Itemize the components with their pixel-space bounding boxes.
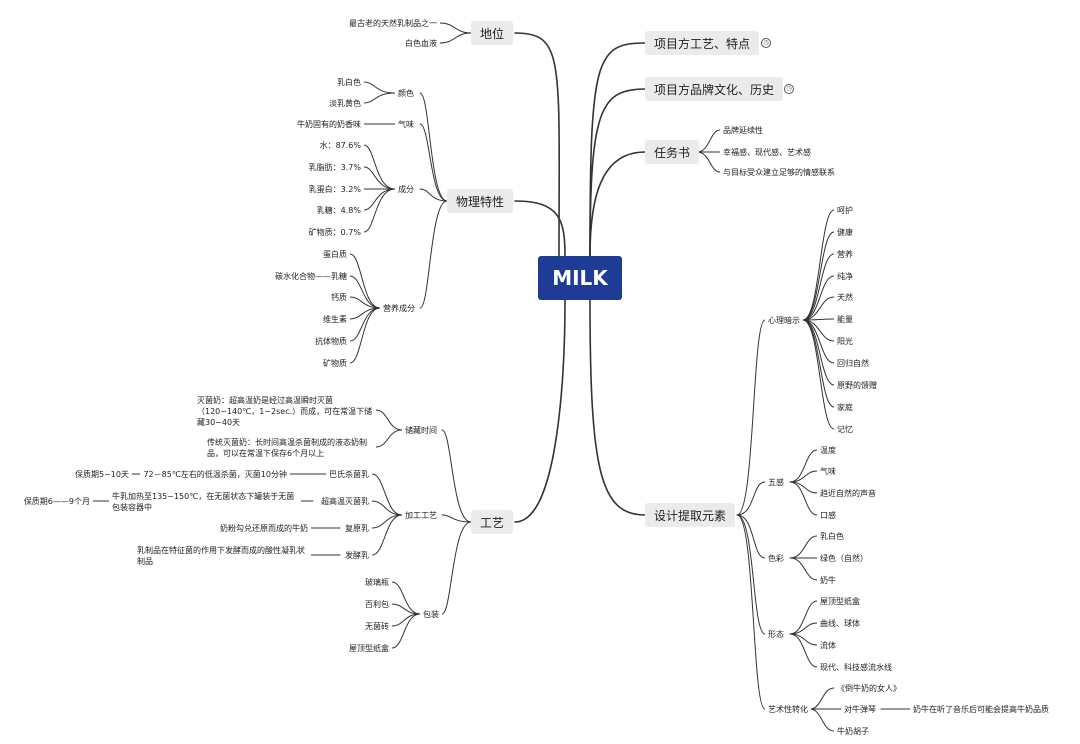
psych-item[interactable]: 记忆 [834,423,856,436]
nutrition-item[interactable]: 钙质 [328,291,350,304]
status-item[interactable]: 最古老的天然乳制品之一 [346,17,440,30]
color-subtopic[interactable]: 颜色 [395,87,417,100]
senses-subtopic[interactable]: 五感 [765,476,787,489]
forms-item[interactable]: 屋顶型纸盒 [817,595,863,608]
forms-item[interactable]: 曲线、球体 [817,617,863,630]
uht-desc[interactable]: 牛乳加热至135~150℃，在无菌状态下罐装于无菌包装容器中 [109,490,301,514]
design-topic[interactable]: 设计提取元素 [645,503,736,527]
nutrition-item[interactable]: 蛋白质 [320,248,350,261]
clock-icon[interactable]: ◷ [761,38,771,48]
composition-subtopic[interactable]: 成分 [395,183,417,196]
composition-item[interactable]: 乳脂肪：3.7% [305,161,364,174]
craft-topic[interactable]: 项目方工艺、特点 [645,31,760,55]
art-item[interactable]: 对牛弹琴 [841,703,879,716]
art-item[interactable]: 牛奶胡子 [834,725,872,738]
uht-label[interactable]: 超高温灭菌乳 [318,495,372,508]
senses-item[interactable]: 趋近自然的声音 [817,487,879,500]
ferment-label[interactable]: 发酵乳 [342,549,372,562]
physical-topic[interactable]: 物理特性 [447,189,514,213]
clock-icon[interactable]: ◷ [784,84,794,94]
colors-subtopic[interactable]: 色彩 [765,552,787,565]
pasteur-label[interactable]: 巴氏杀菌乳 [326,468,372,481]
colors-item[interactable]: 乳白色 [817,530,847,543]
color-item[interactable]: 淡乳黄色 [326,97,364,110]
psych-item[interactable]: 能量 [834,313,856,326]
packaging-item[interactable]: 屋顶型纸盒 [346,642,392,655]
art-item[interactable]: 《倒牛奶的女人》 [834,682,904,695]
nutrition-subtopic[interactable]: 营养成分 [380,302,418,315]
psych-item[interactable]: 回归自然 [834,357,872,370]
psych-item[interactable]: 原野的馈赠 [834,379,880,392]
smell-item[interactable]: 牛奶固有的奶香味 [294,118,364,131]
art-piano-note[interactable]: 奶牛在听了音乐后可能会提高牛奶品质 [910,703,1052,716]
psych-item[interactable]: 营养 [834,248,856,261]
nutrition-item[interactable]: 碳水化合物——乳糖 [272,270,350,283]
storage-subtopic[interactable]: 储藏时间 [402,424,440,437]
senses-item[interactable]: 口感 [817,509,839,522]
psych-item[interactable]: 天然 [834,291,856,304]
nutrition-item[interactable]: 维生素 [320,313,350,326]
smell-subtopic[interactable]: 气味 [395,118,417,131]
psych-item[interactable]: 阳光 [834,335,856,348]
packaging-item[interactable]: 百利包 [362,598,392,611]
task-topic[interactable]: 任务书 [645,140,700,164]
task-item[interactable]: 品牌延续性 [720,124,766,137]
colors-item[interactable]: 奶牛 [817,574,839,587]
packaging-item[interactable]: 玻璃瓶 [362,576,392,589]
packaging-item[interactable]: 无菌砖 [362,620,392,633]
psych-item[interactable]: 纯净 [834,270,856,283]
senses-item[interactable]: 温度 [817,444,839,457]
recon-label[interactable]: 复原乳 [342,522,372,535]
status-topic[interactable]: 地位 [471,21,514,45]
processing-subtopic[interactable]: 加工工艺 [402,509,440,522]
composition-item[interactable]: 乳蛋白：3.2% [305,183,364,196]
senses-item[interactable]: 气味 [817,465,839,478]
composition-item[interactable]: 矿物质：0.7% [305,226,364,239]
art-subtopic[interactable]: 艺术性转化 [765,703,811,716]
psych-subtopic[interactable]: 心理暗示 [765,314,803,327]
recon-desc[interactable]: 奶粉勾兑还原而成的牛奶 [217,522,311,535]
psych-item[interactable]: 家庭 [834,401,856,414]
psych-item[interactable]: 呵护 [834,204,856,217]
nutrition-item[interactable]: 矿物质 [320,357,350,370]
forms-subtopic[interactable]: 形态 [765,628,787,641]
color-item[interactable]: 乳白色 [334,76,364,89]
packaging-subtopic[interactable]: 包装 [420,608,442,621]
composition-item[interactable]: 乳糖：4.8% [313,204,364,217]
psych-item[interactable]: 健康 [834,226,856,239]
storage-item[interactable]: 灭菌奶：超高温奶是经过高温瞬时灭菌（120~140℃，1~2sec.）而成，可在… [194,394,376,429]
pasteur-desc[interactable]: 72－85℃左右的低温杀菌，灭菌10分钟 [140,468,290,481]
ferment-desc[interactable]: 乳制品在特征菌的作用下发酵而成的酸性凝乳状制品 [134,544,311,568]
storage-item[interactable]: 传统灭菌奶：长时间高温杀菌制成的液态奶制品，可以在常温下保存6个月以上 [204,436,376,460]
pasteur-shelf-life[interactable]: 保质期5~10天 [72,468,132,481]
task-item[interactable]: 与目标受众建立足够的情感联系 [720,166,838,179]
nutrition-item[interactable]: 抗体物质 [312,335,350,348]
uht-shelf-life[interactable]: 保质期6——9个月 [20,495,93,508]
composition-item[interactable]: 水：87.6% [316,139,364,152]
process-topic[interactable]: 工艺 [471,510,514,534]
forms-item[interactable]: 流体 [817,639,839,652]
forms-item[interactable]: 现代、科技感流水线 [817,661,895,674]
task-item[interactable]: 幸福感、现代感、艺术感 [720,146,814,159]
status-item[interactable]: 白色血液 [402,37,440,50]
colors-item[interactable]: 绿色（自然） [817,552,871,565]
brand-topic[interactable]: 项目方品牌文化、历史 [645,77,784,101]
root-node[interactable]: MILK [538,256,622,300]
